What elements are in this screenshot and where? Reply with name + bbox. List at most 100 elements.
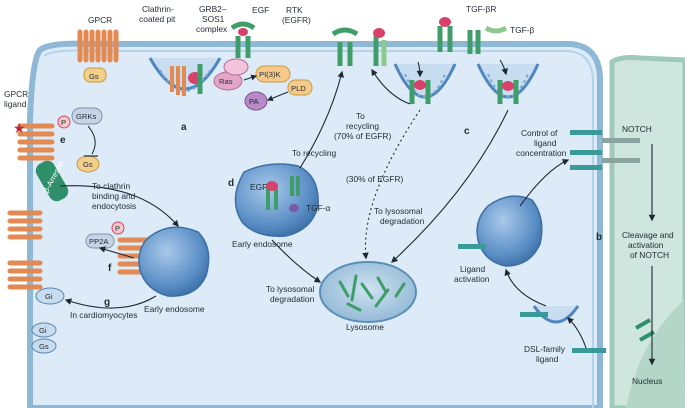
dsl-pit xyxy=(532,305,580,324)
label-pi3k: PI(3)K xyxy=(259,70,281,79)
arrow-endosome-g xyxy=(64,295,157,309)
cell-membrane-inner xyxy=(43,49,594,408)
pld-node xyxy=(287,79,313,96)
label-p-left: P xyxy=(61,118,66,127)
label-to-lyso-mid-2: degradation xyxy=(380,216,425,226)
label-recycling70-1: To xyxy=(356,111,365,121)
arrow-egfr-30 xyxy=(362,109,421,260)
label-gs-mid: Gs xyxy=(83,160,93,169)
label-gpcr: GPCR xyxy=(88,15,112,25)
label-ligand-activation-1: Ligand xyxy=(460,264,485,274)
arrow-tgfb-in-1 xyxy=(416,61,424,78)
pi3k-node xyxy=(255,65,291,83)
arrow-dsl-activation xyxy=(504,268,547,307)
label-tgfa: TGF-α xyxy=(306,203,331,213)
label-early-endosome-mid: Early endosome xyxy=(232,239,293,249)
inhibit-grks-gs xyxy=(87,125,96,155)
grks-node xyxy=(71,107,103,125)
arrow-dsl-bottom xyxy=(567,317,587,349)
label-cleavage-1: Cleavage and xyxy=(622,230,674,240)
arrow-to-recycling xyxy=(299,70,344,169)
label-grks: GRKs xyxy=(76,112,96,121)
phospho-p-mid xyxy=(111,221,125,235)
flow-arrows xyxy=(59,59,656,366)
label-cleavage-3: of NOTCH xyxy=(630,250,669,260)
label-control-3: concentration xyxy=(516,148,567,158)
label-clathrin-binding-1: To clathrin xyxy=(92,181,131,191)
arrow-to-clathrin xyxy=(59,185,179,227)
label-to-recycling: To recycling xyxy=(292,148,337,158)
label-lysosome: Lysosome xyxy=(346,322,384,332)
notch-receptor-2 xyxy=(602,158,640,163)
egfr-in-endosome xyxy=(266,188,278,210)
label-recycling70-2: recycling xyxy=(346,121,379,131)
label-dsl-1: DSL-family xyxy=(524,344,566,354)
egfr-recycled xyxy=(331,27,359,66)
arrow-recycling-70 xyxy=(371,68,411,105)
label-rtk-1: RTK xyxy=(286,5,303,15)
arrow-tgfb-in-2 xyxy=(499,59,508,76)
arrow-c2-lyso xyxy=(391,109,509,263)
label-cleavage-2: activation xyxy=(628,240,664,250)
cell-body xyxy=(27,40,603,408)
gpcr-ligand-star: ★ xyxy=(13,121,26,137)
label-control-2: ligand xyxy=(534,138,557,148)
label-in-cardio: In cardiomyocytes xyxy=(70,310,138,320)
tgfa-ligand xyxy=(289,204,299,212)
beta-arrestin-box xyxy=(35,160,69,202)
label-egf-endo: EGF xyxy=(250,182,267,192)
arrow-endo-lyso xyxy=(271,239,322,283)
label-p-mid: P xyxy=(115,224,120,233)
label-gs-low: Gs xyxy=(39,342,49,351)
notch-receptor-1 xyxy=(602,138,640,143)
egf-in-endosome xyxy=(266,181,278,191)
label-tgfb: TGF-β xyxy=(510,25,535,35)
label-early-endosome-left: Early endosome xyxy=(144,304,205,314)
label-egfr30: (30% of EGFR) xyxy=(346,174,403,184)
label-gpcr-ligand-1: GPCR xyxy=(4,89,28,99)
arrow-endosome-f xyxy=(98,246,135,259)
dsl-ligand-membrane xyxy=(520,312,548,317)
label-clathrin-1: Clathrin- xyxy=(142,4,174,14)
arrow-ras-pi3k xyxy=(243,74,258,81)
label-clathrin-binding-3: endocytosis xyxy=(92,201,136,211)
label-dsl-2: ligand xyxy=(536,354,559,364)
label-clathrin-binding-2: binding and xyxy=(92,191,136,201)
label-gi-2: Gi xyxy=(39,326,47,335)
label-pld: PLD xyxy=(291,84,306,93)
gpcr-top xyxy=(77,29,119,83)
label-nucleus: Nucleus xyxy=(632,376,662,386)
tgfbr-top xyxy=(437,17,508,54)
dsl-ligand-in-endosome xyxy=(458,244,486,249)
label-gpcr-ligand-2: ligand xyxy=(4,99,27,109)
label-control-1: Control of xyxy=(521,128,558,138)
gi-node xyxy=(35,287,65,305)
tgfbr-receptor-left xyxy=(373,28,387,66)
phospho-p-left xyxy=(57,115,71,129)
egfr-top xyxy=(230,21,256,58)
tgfb-pit-c2 xyxy=(476,63,540,104)
nucleus-stripe xyxy=(626,300,685,408)
dsl-ligand-bottom xyxy=(572,348,606,353)
label-gs-top: Gs xyxy=(89,72,99,81)
panel-label-f: f xyxy=(108,263,112,274)
membrane-ligand-3 xyxy=(570,165,602,170)
gpcr-left: ★ xyxy=(13,115,71,202)
membrane-ligand-2 xyxy=(570,150,602,155)
label-egf-top: EGF xyxy=(252,5,269,15)
label-to-lyso-left-1: To lysosomal xyxy=(266,284,315,294)
label-grb2-3: complex xyxy=(196,24,228,34)
label-rtk-2: (EGFR) xyxy=(282,15,311,25)
lysosome-fragments xyxy=(338,274,406,312)
panel-label-a: a xyxy=(181,122,187,133)
egfr-in-endosome-2 xyxy=(290,176,300,196)
gs-protein-top xyxy=(83,67,107,83)
label-gi: Gi xyxy=(45,292,53,301)
gi-node-2 xyxy=(31,322,57,338)
label-notch: NOTCH xyxy=(622,124,652,134)
panel-label-e: e xyxy=(60,135,66,146)
gpcr-lower-left xyxy=(7,210,43,290)
membrane-ligand-1 xyxy=(570,130,602,135)
panel-label-g: g xyxy=(104,297,110,308)
label-to-lyso-mid-1: To lysosomal xyxy=(374,206,423,216)
